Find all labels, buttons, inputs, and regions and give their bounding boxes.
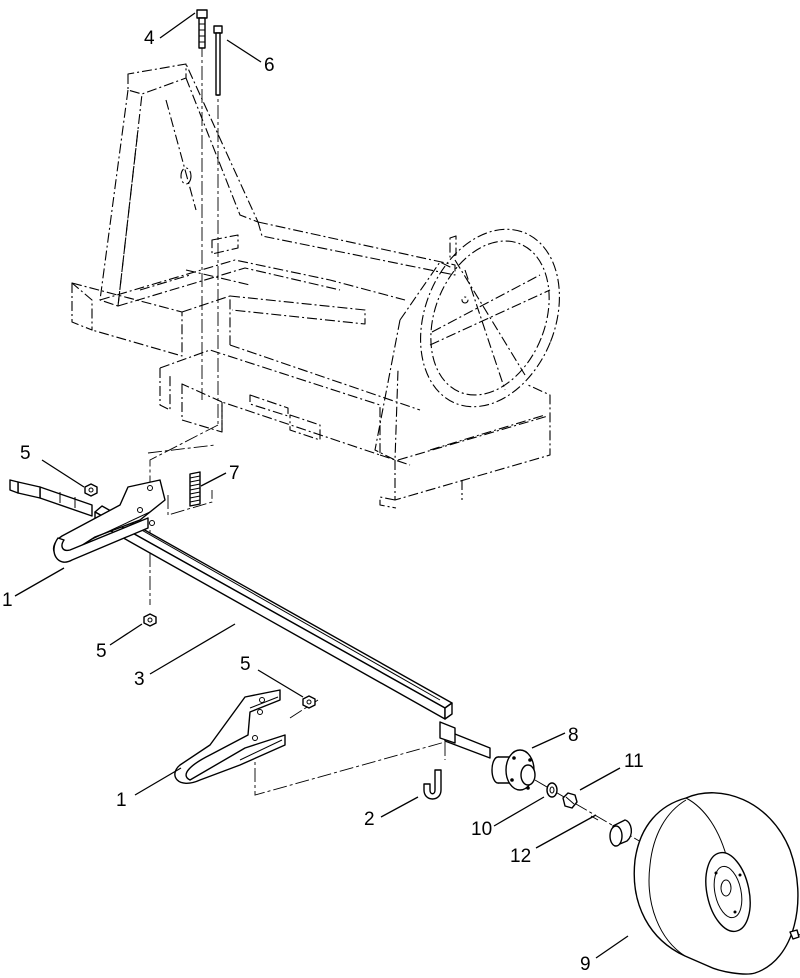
j-hook-item-2	[423, 769, 442, 800]
callout-5-right: 5	[240, 654, 251, 675]
callout-12: 12	[510, 846, 531, 867]
callout-10: 10	[471, 819, 492, 840]
mount-bracket-item-1-upper	[52, 479, 166, 563]
dust-cap	[609, 819, 632, 847]
callout-2: 2	[364, 809, 375, 830]
nut-item-5-middle	[143, 613, 157, 627]
spring-item-7	[189, 471, 201, 507]
callout-5-middle: 5	[96, 641, 107, 662]
washer-item-10	[546, 782, 558, 798]
reel-frame-phantom	[71, 63, 560, 509]
axle-tube-item-3	[9, 479, 491, 759]
leader-lines	[14, 12, 629, 959]
callout-9: 9	[580, 954, 591, 975]
long-bolt-item-6	[213, 25, 223, 96]
callout-7: 7	[229, 463, 240, 484]
callout-labels: 4 6 5 7 1 5 3 5 1 2 8 10 11 12 9	[2, 28, 644, 975]
mount-bracket-item-1-lower	[174, 689, 286, 784]
castle-nut-item-11	[562, 792, 578, 809]
callout-8: 8	[568, 725, 579, 746]
nut-item-5-top	[84, 483, 98, 497]
callout-5-top: 5	[20, 443, 31, 464]
wheel-tire-item-9	[633, 792, 800, 975]
callout-6: 6	[264, 55, 275, 76]
wheel-hub-item-8	[491, 749, 536, 791]
callout-4: 4	[144, 28, 155, 49]
nut-item-5-right	[302, 695, 316, 709]
callout-1-upper: 1	[2, 590, 13, 611]
bolt-item-4	[196, 9, 208, 49]
callout-3: 3	[134, 669, 145, 690]
callout-1-lower: 1	[116, 790, 127, 811]
callout-11: 11	[624, 751, 644, 772]
